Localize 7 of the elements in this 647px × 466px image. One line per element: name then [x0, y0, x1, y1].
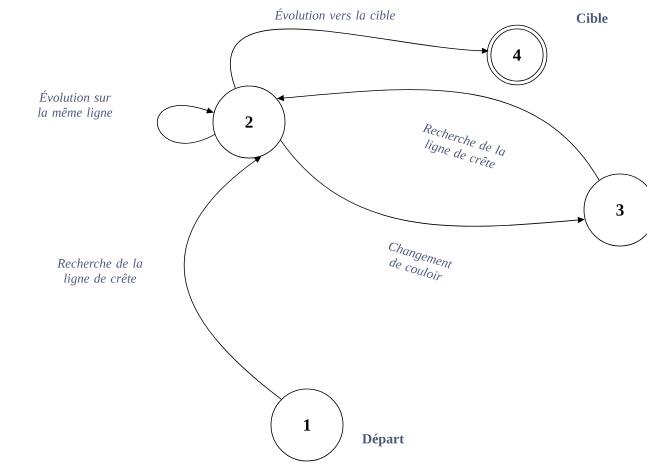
edge-label: Recherche de la ligne de crête [57, 258, 142, 286]
state-caption: Départ [362, 434, 404, 446]
arrow [157, 105, 216, 144]
state-caption: Cible [576, 13, 608, 23]
edge-label: Évolution vers la cible [274, 8, 395, 20]
arrow [184, 156, 282, 400]
edge-label: Évolution sur la même ligne [38, 90, 112, 120]
